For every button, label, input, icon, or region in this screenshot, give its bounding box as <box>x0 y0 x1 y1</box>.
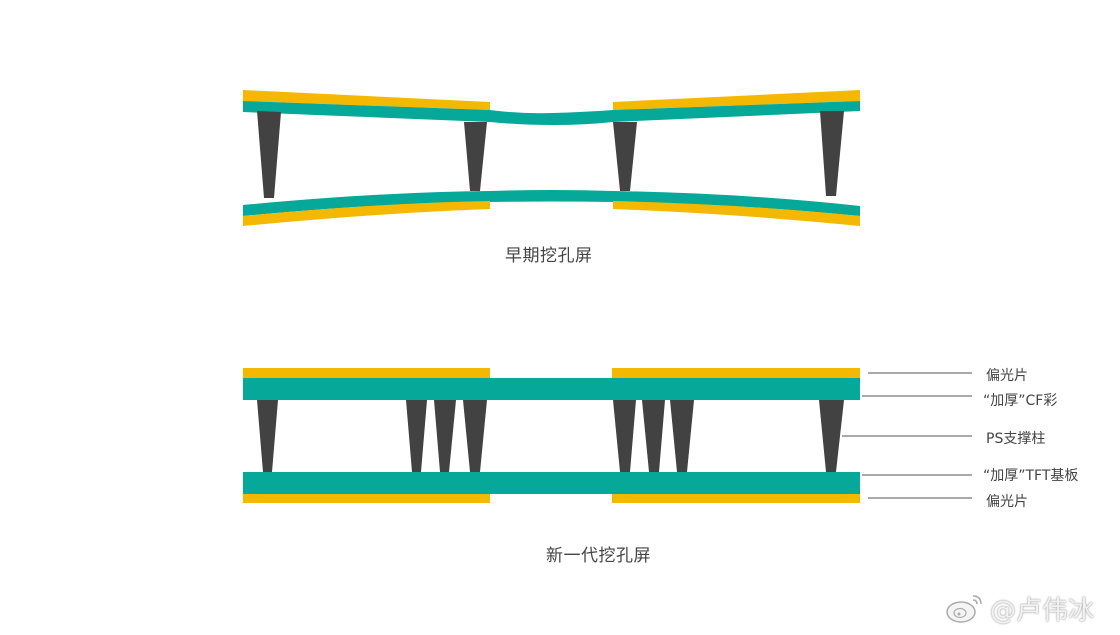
early-bottom-polarizer-left <box>243 201 490 226</box>
new-spacer <box>434 400 456 472</box>
early-top-cf-glass <box>243 101 860 125</box>
early-caption: 早期挖孔屏 <box>505 246 593 266</box>
label-cf-glass: “加厚”CF彩 <box>983 393 1058 409</box>
new-punch-hole-diagram <box>243 368 972 503</box>
early-top-polarizer-right <box>613 90 860 110</box>
early-bottom-polarizer-right <box>613 201 860 226</box>
label-ps-spacer: PS支撑柱 <box>986 431 1046 447</box>
early-spacer <box>820 111 844 196</box>
early-bottom-tft-glass <box>243 190 860 216</box>
watermark-text: @卢伟冰 <box>990 596 1095 626</box>
weibo-icon <box>946 595 982 623</box>
new-bottom-polarizer-left <box>243 494 490 503</box>
early-top-polarizer-left <box>243 90 490 110</box>
new-top-cf-glass <box>243 378 860 400</box>
new-spacer <box>670 400 694 472</box>
label-tft-substrate: “加厚”TFT基板 <box>983 468 1079 484</box>
new-spacer <box>463 400 487 472</box>
new-top-polarizer-right <box>612 368 860 378</box>
new-caption: 新一代挖孔屏 <box>546 546 651 566</box>
new-bottom-tft-glass <box>243 472 860 494</box>
new-spacer <box>642 400 665 472</box>
label-top-polarizer: 偏光片 <box>986 368 1028 384</box>
new-top-polarizer-left <box>243 368 490 378</box>
early-spacer <box>257 111 281 198</box>
new-spacer <box>613 400 636 472</box>
new-spacer <box>257 400 278 472</box>
new-spacer <box>406 400 427 472</box>
early-spacer <box>464 122 487 191</box>
early-spacer <box>613 122 637 191</box>
label-bottom-polarizer: 偏光片 <box>986 494 1028 510</box>
new-bottom-polarizer-right <box>612 494 860 503</box>
early-punch-hole-diagram <box>243 90 860 226</box>
new-spacer <box>819 400 844 472</box>
